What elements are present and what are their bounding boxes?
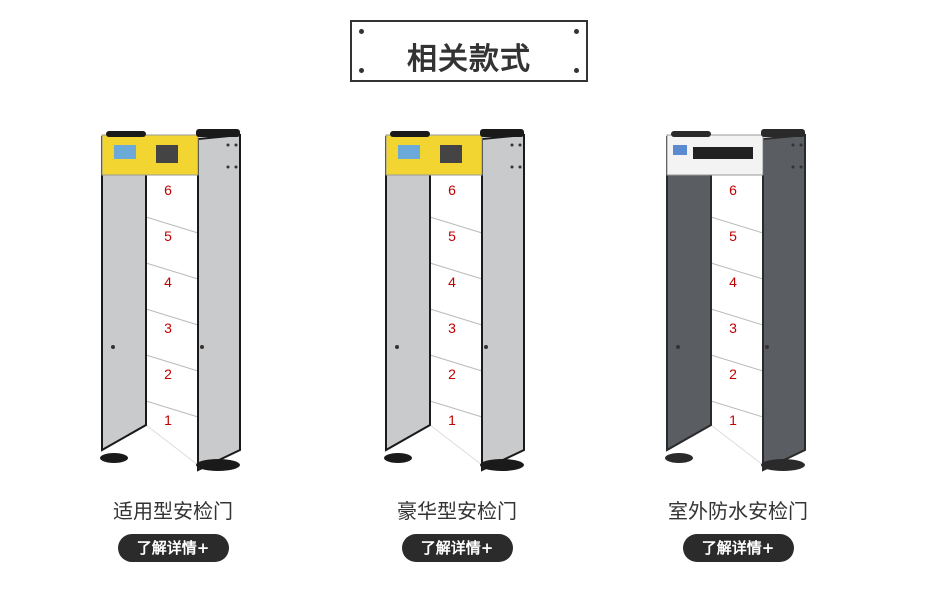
gate-inner-panel: [145, 174, 199, 467]
pillar-screw: [510, 143, 514, 147]
zone-number: 6: [729, 182, 737, 198]
zone-divider: [710, 400, 764, 418]
zone-number: 4: [164, 274, 172, 290]
pillar-hole: [395, 345, 399, 349]
zone-divider: [429, 354, 483, 372]
zone-divider: [145, 216, 199, 234]
zone-number: 2: [448, 366, 456, 382]
security-gate-image[interactable]: 6 5 4 3 2 1: [382, 125, 532, 485]
pillar-hole: [200, 345, 204, 349]
corner-dot: [574, 29, 579, 34]
details-button[interactable]: 了解详情+: [682, 534, 794, 562]
zone-number: 2: [164, 366, 172, 382]
pillar-base: [100, 453, 128, 463]
product-name[interactable]: 豪华型安检门: [397, 499, 517, 523]
zone-divider: [429, 400, 483, 418]
section-title-box: 相关款式: [350, 20, 588, 82]
pillar-screw: [234, 165, 238, 169]
security-gate-image[interactable]: 6 5 4 3 2 1: [98, 125, 248, 485]
corner-dot: [359, 68, 364, 73]
zone-divider: [145, 262, 199, 280]
pillar-screw: [234, 143, 238, 147]
product-name[interactable]: 室外防水安检门: [668, 499, 808, 523]
pillar-base: [384, 453, 412, 463]
control-panel: [156, 145, 178, 163]
gate-cap: [761, 129, 805, 137]
right-pillar: [762, 133, 806, 472]
pillar-base: [761, 459, 805, 471]
pillar-screw: [799, 143, 803, 147]
zone-number: 5: [164, 228, 172, 244]
pillar-base: [196, 459, 240, 471]
zone-number: 5: [729, 228, 737, 244]
pillar-base: [480, 459, 524, 471]
corner-dot: [574, 68, 579, 73]
control-panel: [440, 145, 462, 163]
product-card[interactable]: 6 5 4 3 2 1 室外防水安检门 了解详情+: [618, 125, 858, 562]
pillar-base: [665, 453, 693, 463]
pillar-screw: [518, 165, 522, 169]
gate-cap: [196, 129, 240, 137]
brand-logo: [114, 145, 136, 159]
pillar-hole: [484, 345, 488, 349]
pillar-screw: [791, 143, 795, 147]
gate-inner-panel: [429, 174, 483, 467]
details-button[interactable]: 了解详情+: [117, 534, 229, 562]
zone-number: 1: [729, 412, 737, 428]
zone-number: 1: [448, 412, 456, 428]
gate-cap: [390, 131, 430, 137]
zone-divider: [145, 354, 199, 372]
product-card[interactable]: 6 5 4 3 2 1 适用型安检门 了解详情+: [53, 125, 293, 562]
zone-divider: [710, 354, 764, 372]
pillar-screw: [510, 165, 514, 169]
right-pillar: [481, 133, 525, 472]
zone-number: 3: [448, 320, 456, 336]
pillar-screw: [226, 165, 230, 169]
zone-divider: [710, 262, 764, 280]
gate-cap: [671, 131, 711, 137]
zone-number: 2: [729, 366, 737, 382]
zone-divider: [429, 216, 483, 234]
zone-divider: [429, 262, 483, 280]
zone-divider: [710, 308, 764, 326]
pillar-screw: [226, 143, 230, 147]
left-pillar: [101, 136, 147, 452]
left-pillar: [666, 136, 712, 452]
zone-number: 1: [164, 412, 172, 428]
zone-number: 3: [729, 320, 737, 336]
zone-number: 4: [729, 274, 737, 290]
section-title: 相关款式: [407, 42, 531, 77]
details-button[interactable]: 了解详情+: [401, 534, 513, 562]
zone-divider: [145, 400, 199, 418]
gate-cap: [480, 129, 524, 137]
pillar-screw: [799, 165, 803, 169]
zone-number: 5: [448, 228, 456, 244]
gate-cap: [106, 131, 146, 137]
left-pillar: [385, 136, 431, 452]
pillar-hole: [676, 345, 680, 349]
brand-logo: [398, 145, 420, 159]
right-pillar: [197, 133, 241, 472]
product-name[interactable]: 适用型安检门: [113, 499, 233, 523]
product-card[interactable]: 6 5 4 3 2 1 豪华型安检门 了解详情+: [337, 125, 577, 562]
zone-number: 3: [164, 320, 172, 336]
led-display: [693, 147, 753, 159]
security-gate-image[interactable]: 6 5 4 3 2 1: [663, 125, 813, 485]
corner-dot: [359, 29, 364, 34]
pillar-hole: [111, 345, 115, 349]
zone-divider: [145, 308, 199, 326]
zone-number: 4: [448, 274, 456, 290]
zone-number: 6: [164, 182, 172, 198]
pillar-screw: [791, 165, 795, 169]
brand-logo: [673, 145, 687, 155]
pillar-screw: [518, 143, 522, 147]
zone-number: 6: [448, 182, 456, 198]
gate-inner-panel: [710, 174, 764, 467]
zone-divider: [429, 308, 483, 326]
pillar-hole: [765, 345, 769, 349]
zone-divider: [710, 216, 764, 234]
